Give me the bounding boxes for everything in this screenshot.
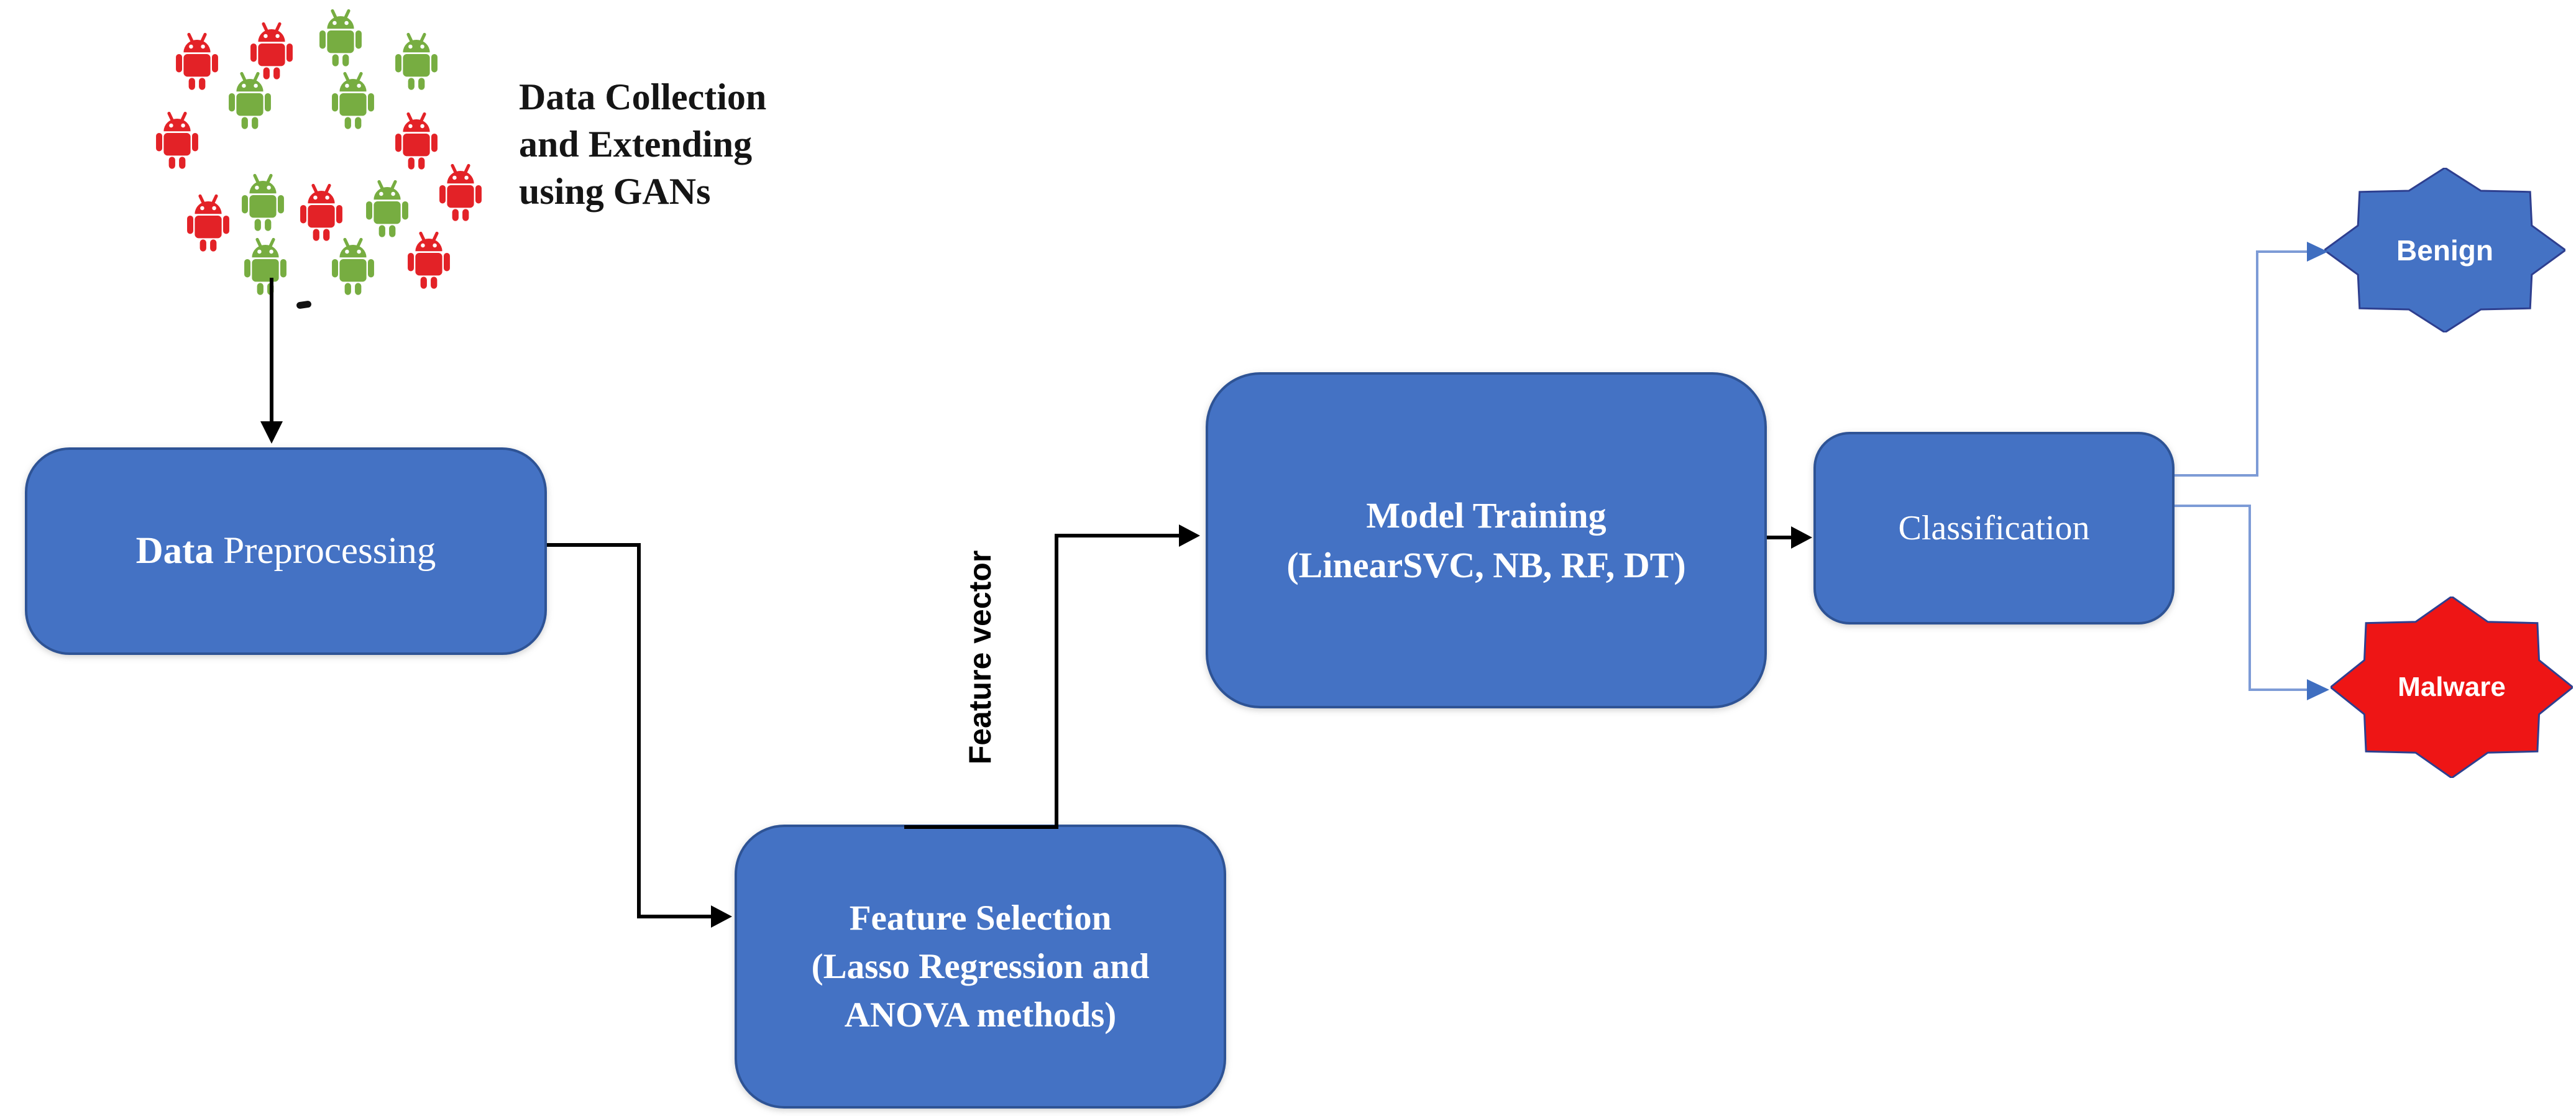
eight-point-star-icon: [2324, 168, 2565, 332]
arrow-classification-to-malware: [2175, 505, 2329, 700]
feature-selection-line: (Lasso Regression and: [811, 946, 1150, 986]
android-robot-icon: [327, 237, 379, 297]
data-collection-line: Data Collection: [519, 76, 767, 117]
android-robot-icon: [224, 71, 276, 131]
android-robot-icon: [390, 32, 442, 92]
android-robot-icon: [327, 71, 379, 131]
classification-box: Classification: [1813, 432, 2175, 624]
arrow-model-to-classification: [1767, 526, 1812, 549]
arrow-feature-to-model: [904, 524, 1200, 829]
feature-selection-line: ANOVA methods): [844, 995, 1117, 1035]
malware-output-star: Malware: [2331, 597, 2573, 778]
model-training-line: Model Training: [1366, 495, 1607, 536]
android-robot-icon: [434, 163, 487, 223]
eight-point-star-icon: [2331, 597, 2573, 778]
arrow-preprocessing-to-feature: [547, 543, 732, 928]
android-robot-icon: [390, 112, 442, 172]
feature-selection-line: Feature Selection: [849, 898, 1112, 938]
android-robot-icon: [151, 111, 203, 171]
android-robot-icon: [314, 9, 367, 68]
data-preprocessing-box: Data Preprocessing: [25, 447, 547, 655]
android-robot-icon: [403, 231, 455, 291]
model-training-line: (LinearSVC, NB, RF, DT): [1286, 544, 1686, 585]
data-collection-line: and Extending: [519, 124, 753, 165]
android-robot-icon: [182, 194, 234, 254]
benign-label: Benign: [2396, 234, 2493, 267]
model-training-box: Model Training (LinearSVC, NB, RF, DT): [1206, 372, 1767, 708]
android-robot-icon: [295, 183, 347, 243]
android-robot-icon: [361, 180, 413, 239]
android-robot-icon: [171, 32, 223, 92]
arrow-classification-to-benign: [2175, 242, 2328, 477]
classification-label: Classification: [1898, 509, 2090, 547]
benign-output-star: Benign: [2324, 168, 2565, 332]
data-collection-label: Data Collection and Extending using GANs: [519, 73, 766, 215]
data-collection-line: using GANs: [519, 171, 711, 212]
data-preprocessing-label: Data Preprocessing: [135, 530, 436, 572]
feature-vector-label: Feature vector: [963, 550, 997, 765]
android-robot-icon: [239, 237, 291, 297]
malware-label: Malware: [2398, 672, 2506, 702]
feature-selection-box: Feature Selection (Lasso Regression and …: [735, 825, 1226, 1109]
android-robot-cluster: [0, 0, 559, 348]
android-robot-icon: [237, 173, 289, 233]
